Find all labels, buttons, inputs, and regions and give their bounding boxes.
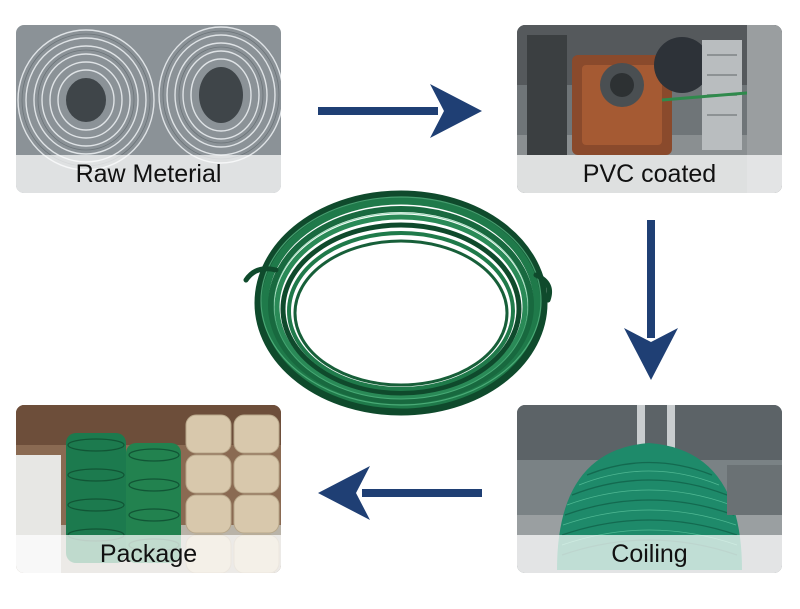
step-panel-coiling: Coiling (517, 405, 782, 573)
step-label-package: Package (16, 535, 281, 573)
step-label-raw-material: Raw Meterial (16, 155, 281, 193)
step-label-pvc-coated: PVC coated (517, 155, 782, 193)
arrow-right-icon (318, 84, 482, 138)
arrow-down-icon (624, 220, 678, 380)
step-panel-package: Package (16, 405, 281, 573)
green-wire-coil-icon (243, 190, 552, 416)
arrow-left-icon (318, 466, 482, 520)
step-panel-raw-material: Raw Meterial (16, 25, 281, 193)
step-label-coiling: Coiling (517, 535, 782, 573)
step-panel-pvc-coated: PVC coated (517, 25, 782, 193)
